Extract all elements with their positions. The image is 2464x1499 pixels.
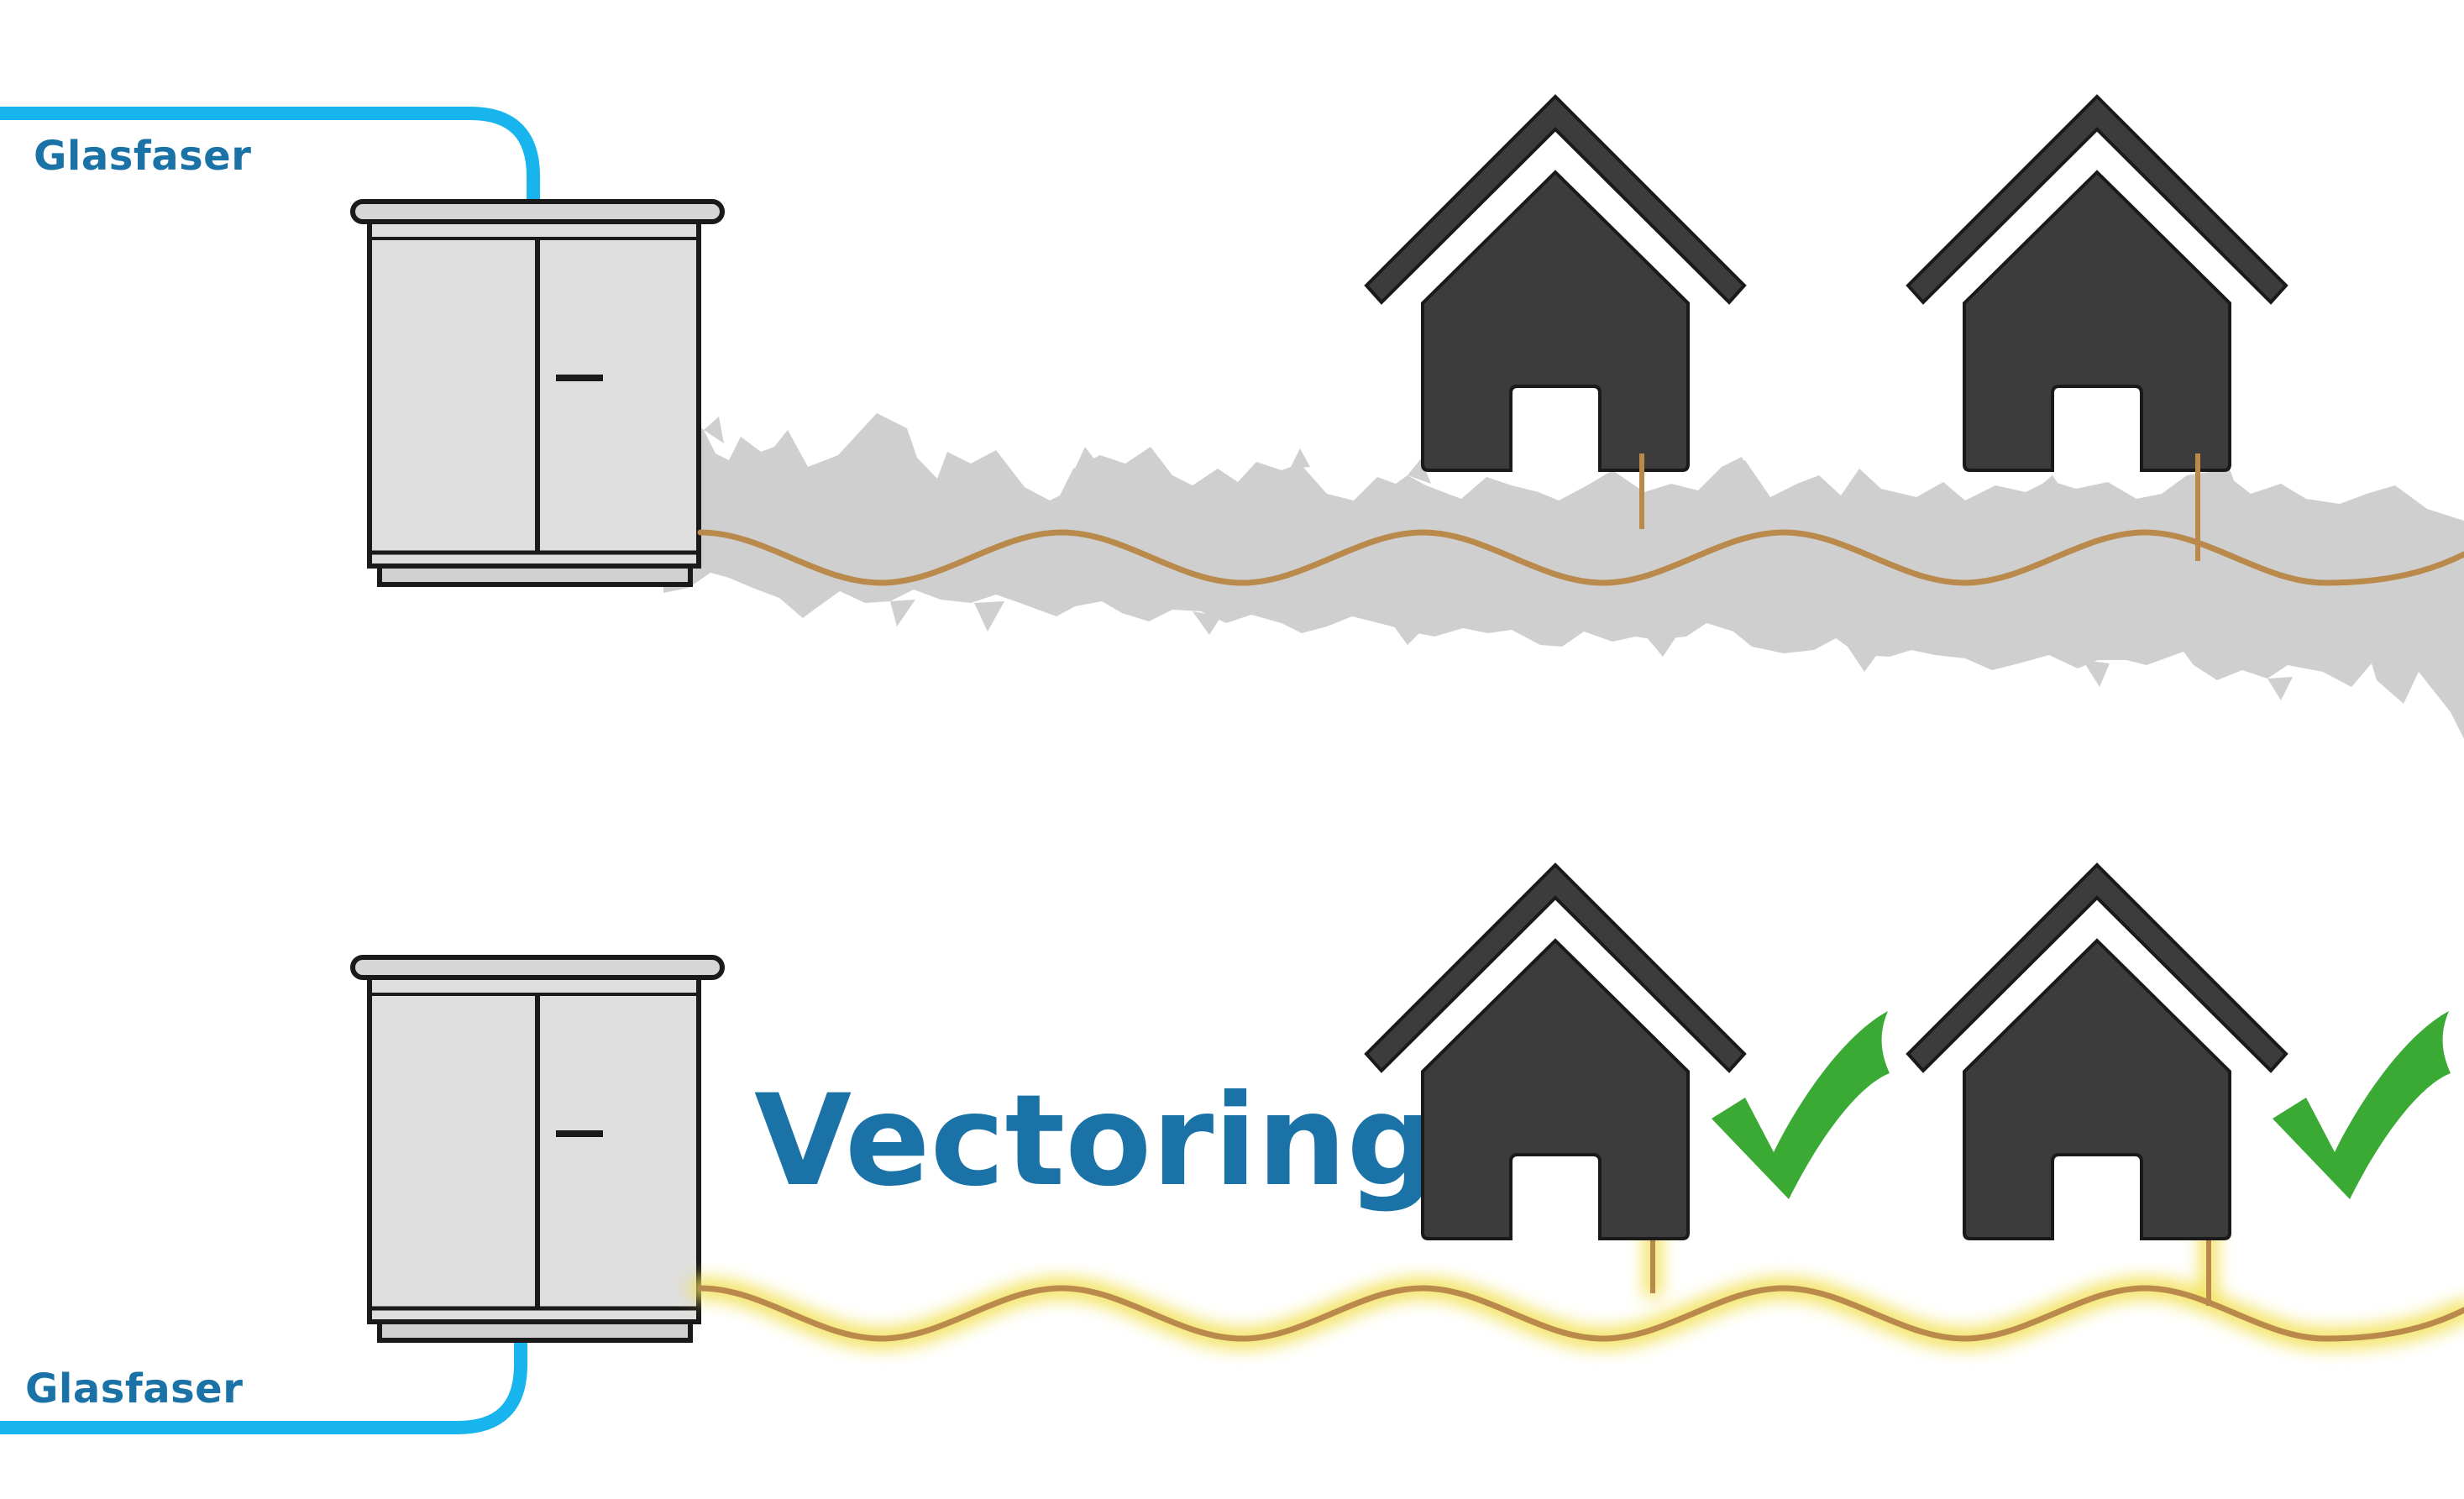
house-2-bottom [1906,863,2288,1240]
street-cabinet-bottom [353,957,722,1340]
fiber-label-top: Glasfaser [34,133,251,180]
copper-line-bottom [697,1285,2464,1342]
house-2-top [1906,95,2288,472]
checkmark-icon-1 [1712,1011,1890,1199]
fiber-line-top [0,107,540,212]
copper-line-top [697,529,2464,586]
street-cabinet-top [353,202,722,584]
fiber-line-bottom [0,1337,527,1434]
house-1-bottom [1365,863,1746,1240]
technology-label-vectoring: Vectoring [754,1068,1437,1214]
house-1-top [1365,95,1746,472]
checkmark-icon-2 [2273,1011,2451,1199]
fiber-label-bottom: Glasfaser [25,1365,243,1413]
